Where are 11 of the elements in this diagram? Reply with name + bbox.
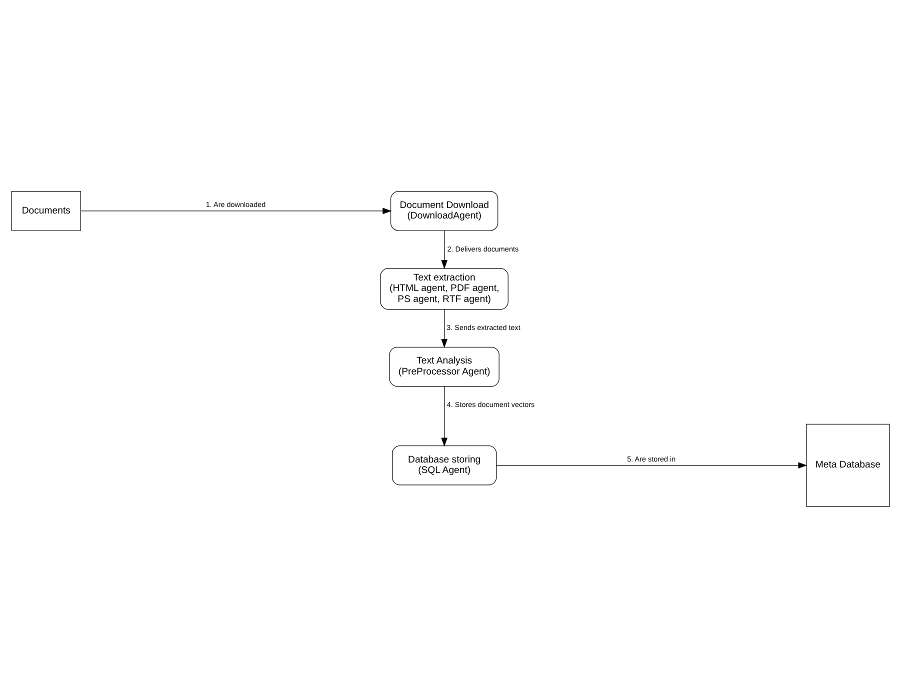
node-box: Meta Database: [806, 423, 890, 506]
arrow: [441, 230, 448, 269]
arrow: [80, 207, 392, 214]
arrow: [441, 386, 448, 446]
node-box: Text extraction (HTML agent, PDF agent, PS agent, RTF agent): [380, 268, 508, 310]
node-box: Database storing (SQL Agent): [392, 445, 497, 485]
node-box: Document Download (DownloadAgent): [390, 190, 498, 230]
arrow: [496, 462, 808, 468]
node-box: Documents: [11, 190, 82, 230]
arrow: [441, 308, 448, 348]
node-box: Text Analysis (PreProcessor Agent): [389, 346, 500, 386]
